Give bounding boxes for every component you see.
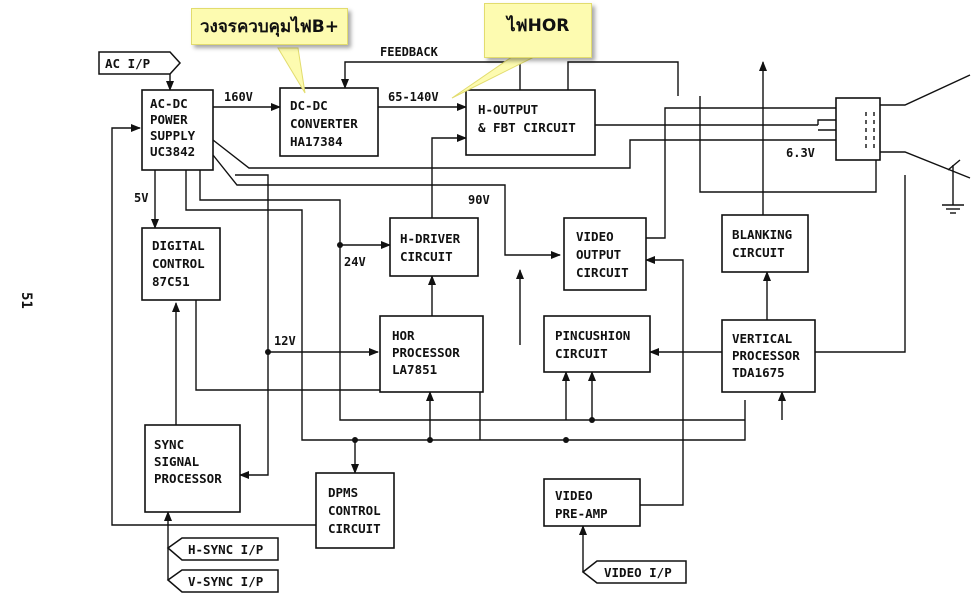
label-65-140v: 65-140V (388, 90, 439, 104)
crt-tube (835, 74, 971, 214)
svg-text:SYNC: SYNC (154, 437, 184, 452)
h-output-fbt-block: H-OUTPUT & FBT CIRCUIT (465, 89, 596, 156)
callout-b-plus-control: วงจรควบคุมไฟB+ (191, 8, 349, 45)
pincushion-circuit-block: PINCUSHION CIRCUIT (543, 315, 651, 373)
svg-text:VIDEO: VIDEO (555, 488, 593, 503)
svg-text:CONTROL: CONTROL (152, 256, 205, 271)
svg-text:DC-DC: DC-DC (290, 98, 328, 113)
label-12v: 12V (274, 334, 296, 348)
page-number: 51 (18, 292, 34, 309)
label-feedback: FEEDBACK (380, 45, 439, 59)
svg-text:DPMS: DPMS (328, 485, 358, 500)
svg-text:PINCUSHION: PINCUSHION (555, 328, 630, 343)
svg-text:V-SYNC I/P: V-SYNC I/P (188, 574, 263, 589)
blanking-circuit-block: BLANKING CIRCUIT (721, 214, 809, 273)
label-24v: 24V (344, 255, 366, 269)
svg-text:CONTROL: CONTROL (328, 503, 381, 518)
video-output-block: VIDEO OUTPUT CIRCUIT (563, 217, 647, 291)
label-6-3v: 6.3V (786, 146, 815, 160)
svg-text:OUTPUT: OUTPUT (576, 247, 621, 262)
svg-text:DIGITAL: DIGITAL (152, 238, 205, 253)
svg-text:CIRCUIT: CIRCUIT (732, 245, 785, 260)
svg-text:PROCESSOR: PROCESSOR (154, 471, 222, 486)
video-input-tag: VIDEO I/P (581, 560, 687, 584)
svg-text:LA7851: LA7851 (392, 362, 437, 377)
dpms-control-block: DPMS CONTROL CIRCUIT (315, 472, 395, 549)
label-5v: 5V (134, 191, 148, 205)
ac-input-tag: AC I/P (98, 51, 182, 75)
svg-text:AC I/P: AC I/P (105, 56, 150, 71)
svg-text:H-OUTPUT: H-OUTPUT (478, 102, 538, 117)
vertical-processor-block: VERTICAL PROCESSOR TDA1675 (721, 319, 816, 393)
svg-text:87C51: 87C51 (152, 274, 190, 289)
video-preamp-block: VIDEO PRE-AMP (543, 478, 641, 527)
callout-hor-supply: ไฟHOR (484, 3, 593, 58)
svg-text:CIRCUIT: CIRCUIT (576, 265, 629, 280)
svg-text:AC-DC: AC-DC (150, 96, 188, 111)
svg-text:PRE-AMP: PRE-AMP (555, 506, 608, 521)
svg-text:CONVERTER: CONVERTER (290, 116, 358, 131)
svg-text:HA17384: HA17384 (290, 134, 343, 149)
svg-text:H-DRIVER: H-DRIVER (400, 231, 461, 246)
svg-text:SUPPLY: SUPPLY (150, 128, 196, 143)
hsync-input-tag: H-SYNC I/P (166, 537, 279, 561)
svg-text:HOR: HOR (392, 328, 415, 343)
wires (111, 61, 906, 580)
svg-text:CIRCUIT: CIRCUIT (555, 346, 608, 361)
svg-text:VERTICAL: VERTICAL (732, 331, 793, 346)
h-driver-block: H-DRIVER CIRCUIT (389, 217, 479, 277)
svg-text:SIGNAL: SIGNAL (154, 454, 200, 469)
hor-processor-block: HOR PROCESSOR LA7851 (379, 315, 484, 393)
svg-text:BLANKING: BLANKING (732, 227, 792, 242)
digital-control-block: DIGITAL CONTROL 87C51 (141, 227, 221, 301)
svg-text:PROCESSOR: PROCESSOR (732, 348, 800, 363)
svg-text:VIDEO I/P: VIDEO I/P (604, 565, 672, 580)
svg-text:H-SYNC I/P: H-SYNC I/P (188, 542, 263, 557)
svg-text:UC3842: UC3842 (150, 144, 195, 159)
svg-text:& FBT CIRCUIT: & FBT CIRCUIT (478, 120, 576, 135)
acdc-power-supply-block: AC-DC POWER SUPPLY UC3842 (141, 89, 214, 171)
dcdc-converter-block: DC-DC CONVERTER HA17384 (279, 87, 379, 157)
callout-pointer-bplus (277, 47, 306, 94)
label-160v: 160V (224, 90, 253, 104)
svg-text:POWER: POWER (150, 112, 188, 127)
svg-text:CIRCUIT: CIRCUIT (400, 249, 453, 264)
svg-text:TDA1675: TDA1675 (732, 365, 785, 380)
svg-text:PROCESSOR: PROCESSOR (392, 345, 460, 360)
svg-text:CIRCUIT: CIRCUIT (328, 521, 381, 536)
sync-signal-processor-block: SYNC SIGNAL PROCESSOR (144, 424, 241, 513)
label-90v: 90V (468, 193, 490, 207)
vsync-input-tag: V-SYNC I/P (166, 569, 279, 593)
svg-text:VIDEO: VIDEO (576, 229, 614, 244)
